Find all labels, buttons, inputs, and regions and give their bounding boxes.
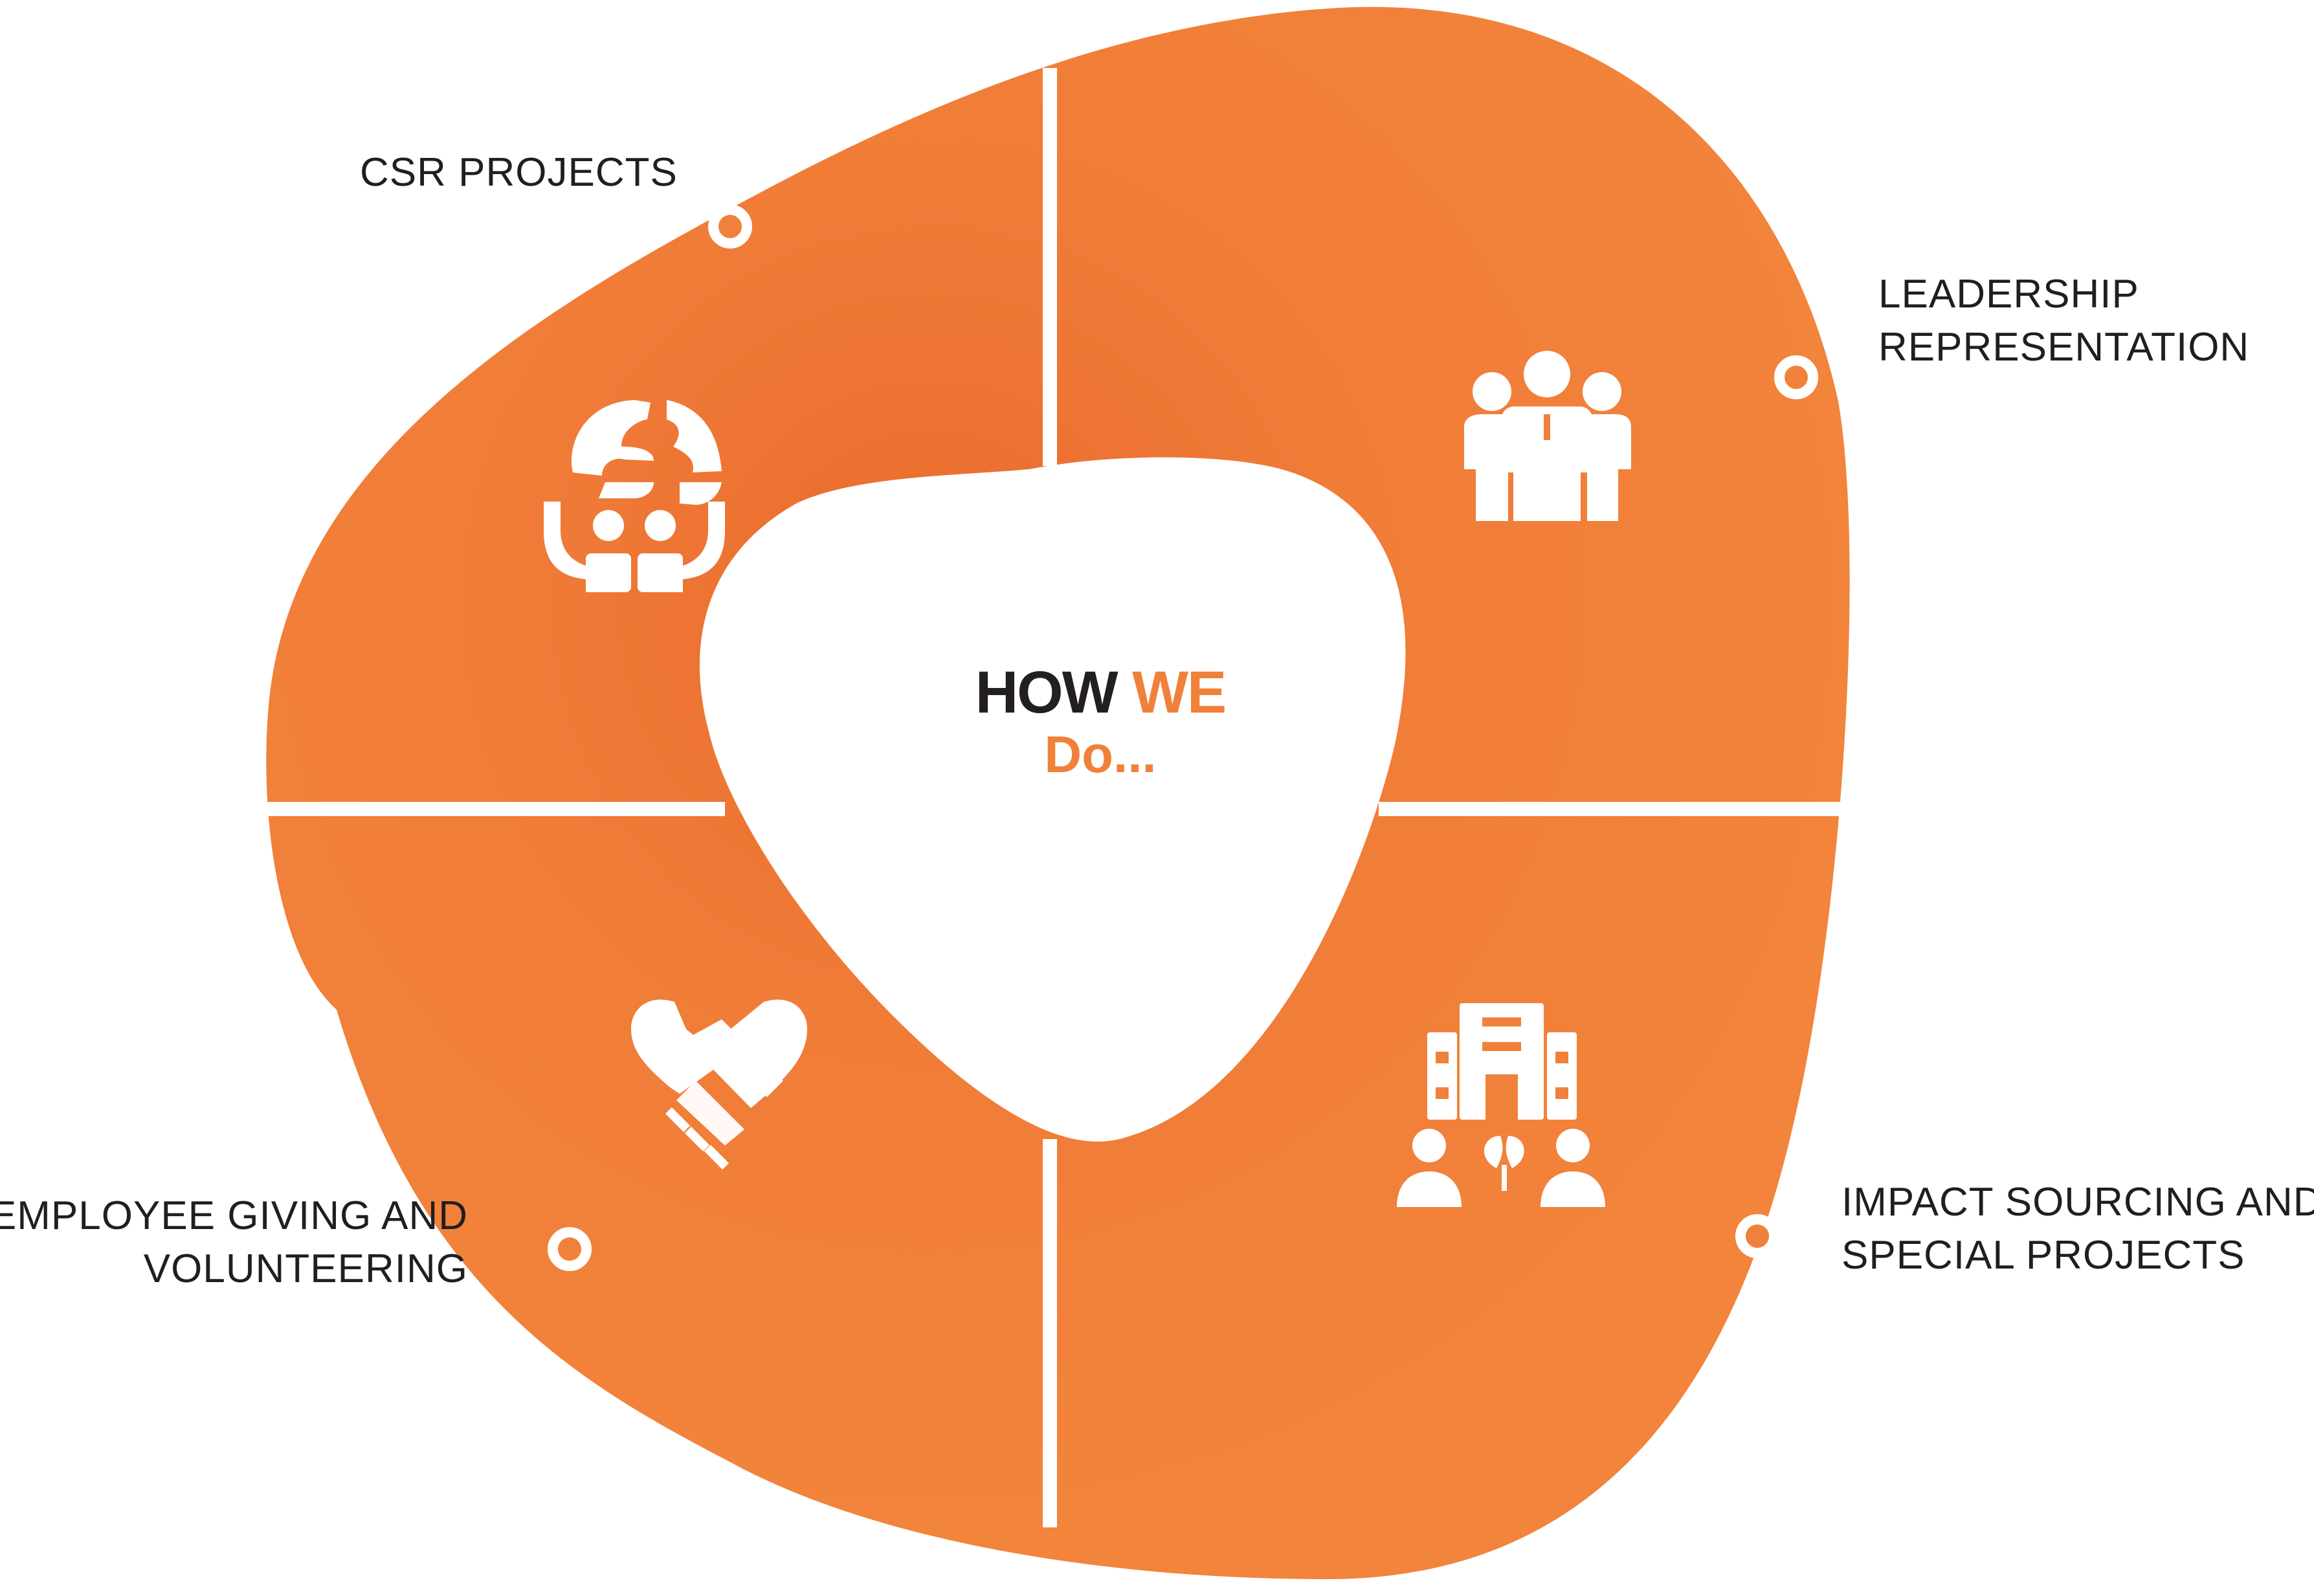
label-leadership-representation: LEADERSHIP REPRESENTATION [1878, 272, 2250, 370]
title-do: Do... [1044, 726, 1157, 783]
building-people-icon [1397, 1003, 1605, 1207]
csr-dot [708, 205, 752, 249]
world-care-icon [544, 400, 725, 592]
employee-dot [548, 1227, 592, 1271]
leadership-team-icon [1464, 351, 1631, 521]
center-title: HOW WE Do... [841, 660, 1359, 784]
leadership-dot [1774, 355, 1818, 399]
center-hub [699, 457, 1406, 1142]
label-impact-sourcing: IMPACT SOURCING AND SPECIAL PROJECTS [1841, 1180, 2314, 1278]
label-csr-projects: CSR PROJECTS [360, 150, 678, 195]
handshake-heart-icon [631, 999, 807, 1170]
impact-dot [1735, 1214, 1779, 1258]
title-how: HOW [975, 659, 1118, 726]
title-we: WE [1132, 659, 1227, 726]
label-employee-giving: EMPLOYEE GIVING AND VOLUNTEERING [0, 1193, 468, 1291]
connector-dots [548, 205, 1818, 1271]
divider-lines [252, 68, 1845, 1527]
